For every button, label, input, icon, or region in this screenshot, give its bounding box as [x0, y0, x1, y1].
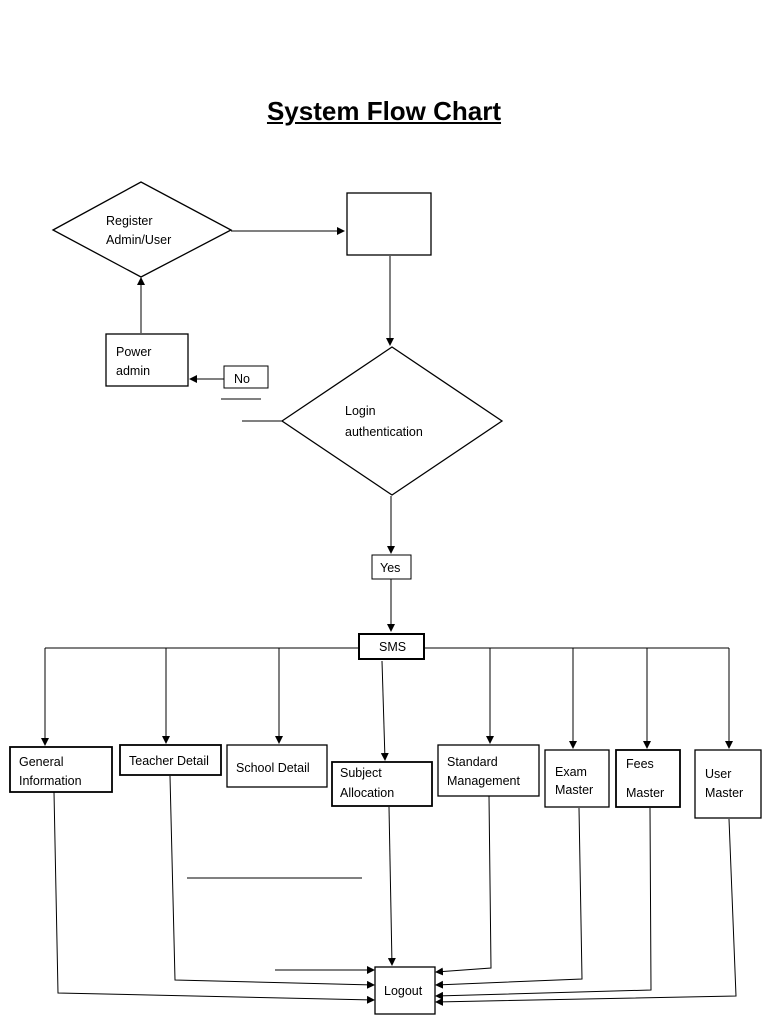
blank-process-box: [346, 192, 432, 256]
exam-master-label: Exam: [555, 765, 587, 779]
general-information-label: General: [19, 755, 63, 769]
standard-management-label-2: Management: [447, 774, 520, 788]
connectors: [41, 227, 737, 1006]
teacher-detail-box: [119, 744, 222, 776]
general-information-label-2: Information: [19, 774, 82, 788]
link-exam-to-logout: [435, 807, 583, 989]
subject-allocation-box: [331, 761, 433, 807]
register-label: Register: [106, 214, 153, 228]
link-teacher-to-logout: [169, 775, 375, 989]
teacher-detail-label: Teacher Detail: [129, 754, 209, 768]
power-admin-box: [105, 333, 189, 387]
no-label: No: [234, 372, 250, 386]
link-general-to-logout: [53, 791, 375, 1004]
general-information-box: [9, 746, 113, 793]
user-master-label: User: [705, 767, 731, 781]
link-subject-to-logout: [387, 806, 396, 966]
fees-master-box: [615, 749, 681, 808]
page-title: System Flow Chart: [266, 96, 502, 126]
sms-box: [358, 633, 425, 660]
logout-box: [374, 966, 436, 1015]
login-label-2: authentication: [345, 425, 423, 439]
sms-label: SMS: [379, 640, 406, 654]
register-label-2: Admin/User: [106, 233, 171, 247]
no-box: [223, 365, 269, 389]
login-diamond: [280, 346, 504, 496]
drop-subject-allocation: [380, 660, 389, 761]
exam-master-label-2: Master: [555, 783, 593, 797]
school-detail-label: School Detail: [236, 761, 310, 775]
user-master-box: [694, 749, 762, 819]
yes-label: Yes: [380, 561, 400, 575]
register-diamond: [51, 181, 233, 278]
link-standard-to-logout: [435, 795, 492, 976]
fees-master-label-2: Master: [626, 786, 664, 800]
subject-allocation-label: Subject: [340, 766, 382, 780]
link-user-to-logout: [435, 818, 737, 1006]
standard-management-label: Standard: [447, 755, 498, 769]
school-detail-box: [226, 744, 328, 788]
standard-management-box: [437, 744, 540, 797]
login-label: Login: [345, 404, 376, 418]
power-admin-label: Power: [116, 345, 151, 359]
subject-allocation-label-2: Allocation: [340, 786, 394, 800]
fees-master-label: Fees: [626, 757, 654, 771]
yes-box: [371, 554, 412, 580]
exam-master-box: [544, 749, 610, 808]
logout-label: Logout: [384, 984, 423, 998]
user-master-label-2: Master: [705, 786, 743, 800]
power-admin-label-2: admin: [116, 364, 150, 378]
link-fees-to-logout: [435, 807, 652, 1000]
